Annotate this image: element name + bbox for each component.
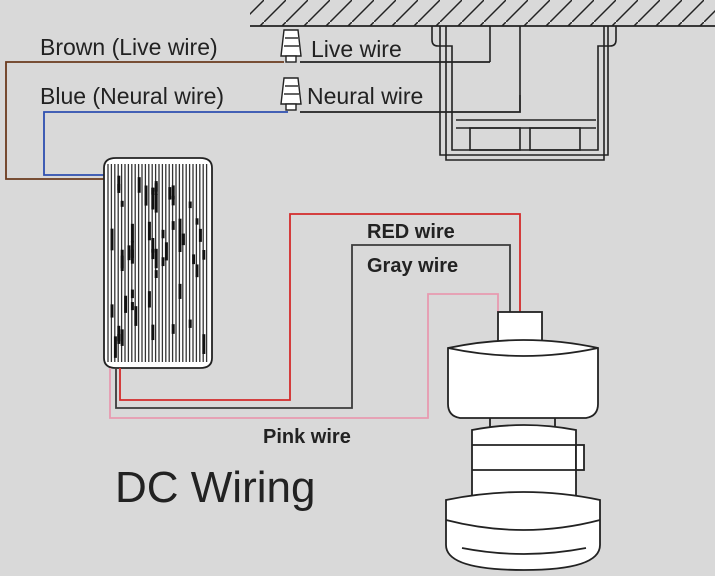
- dc-driver-box: [103, 157, 213, 369]
- dc-wiring: [109, 213, 521, 419]
- wire-connector-icon: [280, 29, 302, 63]
- fan-motor: [445, 311, 601, 571]
- ceiling: [250, 0, 715, 27]
- gray-wire-label: Gray wire: [367, 255, 458, 277]
- ceiling-bracket: [431, 26, 617, 161]
- mains-wiring: [5, 61, 521, 180]
- diagram-title: DC Wiring: [115, 463, 315, 512]
- blue-wire-label: Blue (Neural wire): [40, 83, 224, 109]
- gray-wire: [115, 244, 511, 409]
- live-wire-label: Live wire: [311, 36, 402, 62]
- blue-neutral-wire: [43, 111, 288, 176]
- brown-wire-label: Brown (Live wire): [40, 34, 218, 60]
- pink-wire: [109, 293, 499, 419]
- red-wire: [119, 213, 521, 401]
- neutral-wire-label: Neural wire: [307, 83, 423, 109]
- brown-live-wire: [5, 61, 284, 180]
- pink-wire-label: Pink wire: [263, 426, 351, 448]
- wire-connector-icon: [280, 77, 302, 111]
- red-wire-label: RED wire: [367, 221, 455, 243]
- house-neutral-wire: [300, 95, 521, 113]
